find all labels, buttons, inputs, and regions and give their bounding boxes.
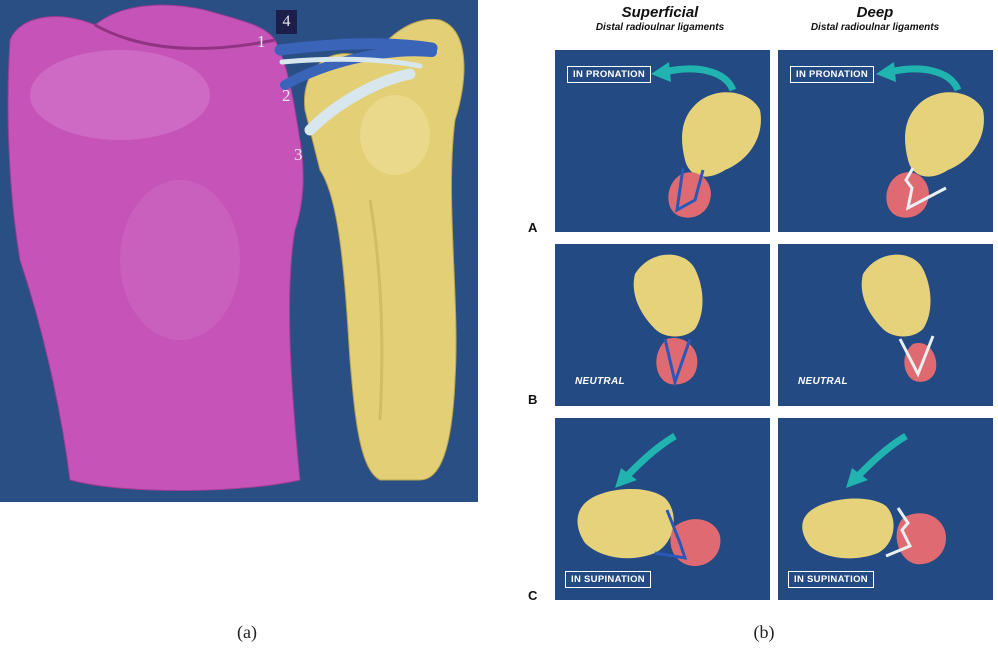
row-letter-a: A bbox=[528, 220, 537, 235]
rotation-arrowhead bbox=[876, 62, 896, 82]
ligament-label-4: 4 bbox=[276, 10, 297, 34]
radius-head bbox=[668, 172, 711, 217]
caption-b: (b) bbox=[734, 622, 794, 643]
rotation-arrow bbox=[890, 69, 958, 90]
ulna-head bbox=[634, 255, 703, 337]
column-title-superficial: Superficial bbox=[555, 4, 765, 21]
panel-a-image: 1 2 3 4 bbox=[0, 0, 478, 502]
state-label-neutral-deep: NEUTRAL bbox=[798, 376, 848, 387]
ulna-head bbox=[905, 92, 984, 176]
radius-head bbox=[904, 343, 936, 382]
column-subtitle-superficial: Distal radioulnar ligaments bbox=[555, 22, 765, 33]
rotation-arrow bbox=[665, 69, 733, 90]
ligament-label-3: 3 bbox=[294, 145, 303, 165]
tile-superficial-neutral: NEUTRAL bbox=[555, 244, 770, 406]
ulna-head bbox=[578, 489, 674, 558]
column-title-deep: Deep bbox=[770, 4, 980, 21]
tile-deep-supination: IN SUPINATION bbox=[778, 418, 993, 600]
tile-deep-neutral: NEUTRAL bbox=[778, 244, 993, 406]
row-letter-b: B bbox=[528, 392, 537, 407]
tile-superficial-pronation: IN PRONATION bbox=[555, 50, 770, 232]
rotation-arrow bbox=[858, 436, 906, 476]
wrist-bones-3d-illustration bbox=[0, 0, 478, 502]
tile-superficial-supination: IN SUPINATION bbox=[555, 418, 770, 600]
rotation-arrowhead bbox=[651, 62, 671, 82]
state-label-supination-superficial: IN SUPINATION bbox=[565, 571, 651, 588]
ulna-bone bbox=[304, 19, 464, 480]
radius-head bbox=[670, 519, 720, 566]
ulna-head bbox=[862, 255, 931, 337]
tile-deep-pronation: IN PRONATION bbox=[778, 50, 993, 232]
ulna-head bbox=[802, 499, 893, 559]
row-letter-c: C bbox=[528, 588, 537, 603]
state-label-pronation-superficial: IN PRONATION bbox=[567, 66, 651, 83]
column-subtitle-deep: Distal radioulnar ligaments bbox=[770, 22, 980, 33]
state-label-pronation-deep: IN PRONATION bbox=[790, 66, 874, 83]
state-label-supination-deep: IN SUPINATION bbox=[788, 571, 874, 588]
ulna-head bbox=[682, 92, 761, 176]
caption-a: (a) bbox=[217, 622, 277, 643]
rotation-arrow bbox=[627, 436, 675, 476]
ligament-label-2: 2 bbox=[282, 86, 291, 106]
radius-head bbox=[897, 513, 946, 564]
state-label-neutral-superficial: NEUTRAL bbox=[575, 376, 625, 387]
ligament-label-1: 1 bbox=[257, 32, 266, 52]
